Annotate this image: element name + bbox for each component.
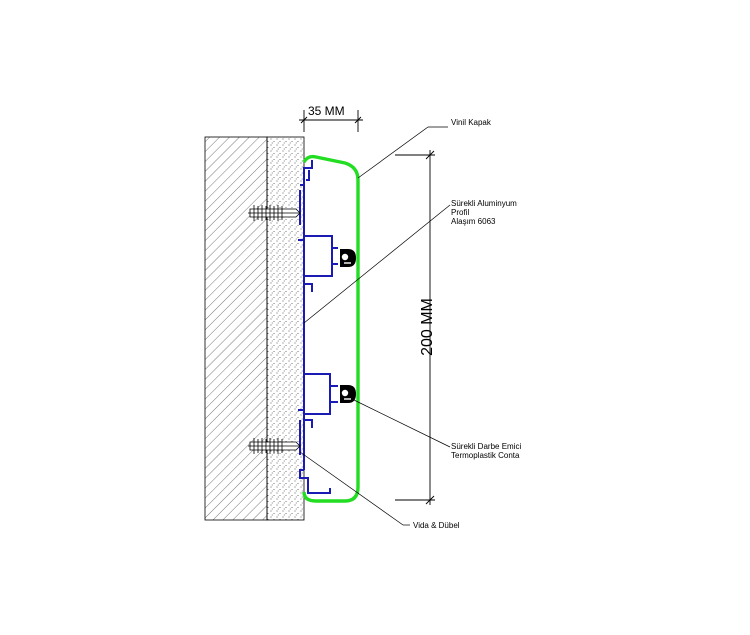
label-screw-anchor: Vida & Dübel: [413, 521, 460, 530]
label-aluminum-profile-line1: Sürekli Aluminyum: [451, 199, 517, 208]
label-shock-absorber: Sürekli Darbe Emici Termoplastik Conta: [451, 442, 521, 460]
label-vinyl-cover: Vinil Kapak: [451, 118, 491, 127]
aluminum-profile: [298, 160, 338, 494]
label-aluminum-profile-line2: Profil: [451, 208, 470, 217]
wall: [204, 136, 268, 521]
label-aluminum-profile: Sürekli Aluminyum Profil Alaşım 6063: [451, 199, 517, 226]
screw-anchor-icon: [248, 205, 301, 454]
vinyl-cover: [302, 154, 360, 503]
dimension-35mm: [299, 110, 363, 132]
label-shock-absorber-line1: Sürekli Darbe Emici: [451, 442, 522, 451]
dimension-width-label: 35 MM: [308, 104, 345, 118]
plaster-layer: [266, 136, 305, 521]
bumper-gasket-icon: [340, 249, 356, 403]
leader-lines: [299, 126, 451, 526]
dimension-height-label: 200 MM: [419, 298, 436, 356]
label-shock-absorber-line2: Termoplastik Conta: [451, 451, 520, 460]
label-aluminum-profile-line3: Alaşım 6063: [451, 217, 496, 226]
dimension-200mm: [395, 150, 435, 505]
